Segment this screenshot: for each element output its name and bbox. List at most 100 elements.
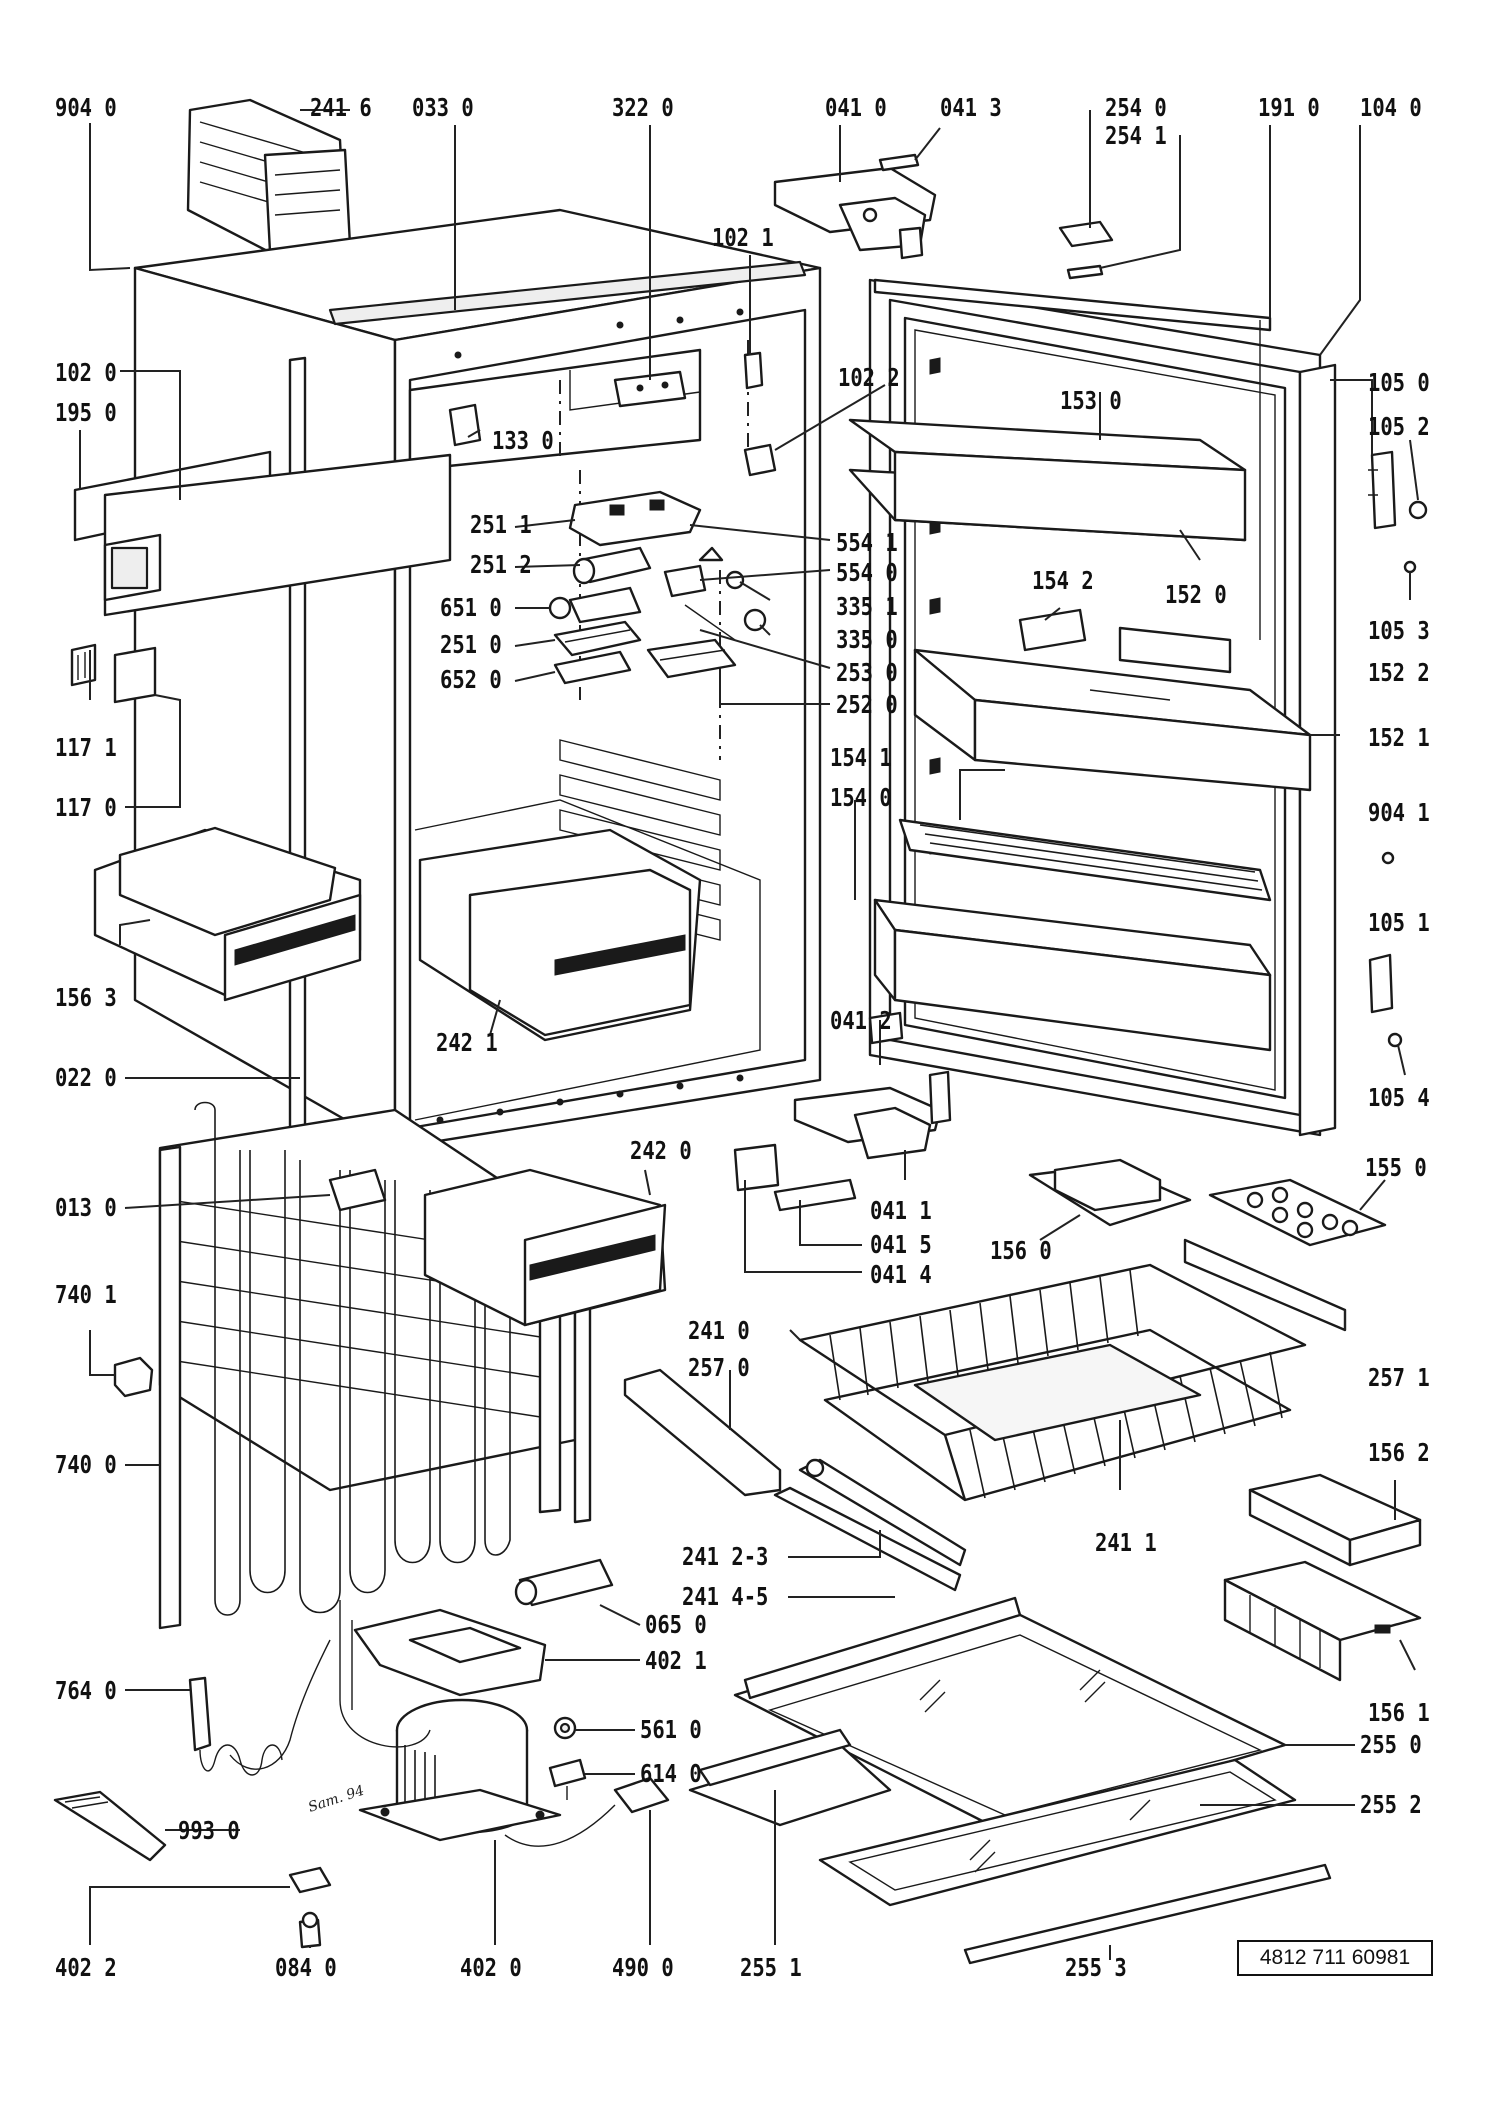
label-904-0: 904 0 [55, 93, 117, 122]
part-241-6-rack [186, 98, 352, 257]
label-740-1: 740 1 [55, 1280, 117, 1309]
label-255-0: 255 0 [1360, 1730, 1422, 1759]
label-561-0: 561 0 [640, 1715, 702, 1744]
label-554-0: 554 0 [836, 558, 898, 587]
part-490-0-power-cord [504, 1776, 670, 1847]
label-105-4: 105 4 [1368, 1083, 1430, 1112]
label-251-2: 251 2 [470, 550, 532, 579]
label-152-0: 152 0 [1165, 580, 1227, 609]
label-041-2: 041 2 [830, 1006, 892, 1035]
part-155-0-egg-tray [1208, 1178, 1387, 1247]
label-155-0: 155 0 [1365, 1153, 1427, 1182]
label-041-1: 041 1 [870, 1196, 932, 1225]
label-257-0: 257 0 [688, 1353, 750, 1382]
leader-lines [79, 109, 1419, 1960]
label-041-3: 041 3 [940, 93, 1002, 122]
label-156-1: 156 1 [1368, 1698, 1430, 1727]
label-253-0: 253 0 [836, 658, 898, 687]
label-254-1: 254 1 [1105, 121, 1167, 150]
label-490-0: 490 0 [612, 1953, 674, 1982]
label-191-0: 191 0 [1258, 93, 1320, 122]
label-105-3: 105 3 [1368, 616, 1430, 645]
part-242-1-crisper [418, 828, 702, 1042]
label-322-0: 322 0 [612, 93, 674, 122]
label-041-0: 041 0 [825, 93, 887, 122]
label-241-2-3: 241 2-3 [682, 1542, 769, 1571]
part-102-0-control-panel [73, 450, 452, 617]
label-993-0: 993 0 [178, 1816, 240, 1845]
part-013-0-bracket [328, 1168, 387, 1212]
label-335-0: 335 0 [836, 625, 898, 654]
label-402-0: 402 0 [460, 1953, 522, 1982]
part-241-0-wire-basket [798, 1263, 1307, 1502]
part-117-hinge-covers [70, 643, 157, 704]
part-242-0-crisper [423, 1168, 667, 1327]
part-154-1-bottle-rack [898, 818, 1272, 902]
label-154-1: 154 1 [830, 743, 892, 772]
part-041-0-top-hinge [773, 166, 937, 260]
handwritten-note: Sam. 94 [306, 1783, 366, 1816]
label-740-0: 740 0 [55, 1450, 117, 1479]
label-241-0: 241 0 [688, 1316, 750, 1345]
label-102-0: 102 0 [55, 358, 117, 387]
label-105-1: 105 1 [1368, 908, 1430, 937]
label-335-1: 335 1 [836, 592, 898, 621]
label-242-0: 242 0 [630, 1136, 692, 1165]
document-number-box: 4812 711 60981 [1237, 1940, 1433, 1976]
part-255-0-glass-shelf [733, 1596, 1287, 1832]
label-065-0: 065 0 [645, 1610, 707, 1639]
label-156-2: 156 2 [1368, 1438, 1430, 1467]
part-door-bottom-shelf [873, 898, 1272, 1052]
label-033-0: 033 0 [412, 93, 474, 122]
part-764-0-probe [188, 1676, 283, 1776]
part-156-3-drawer [93, 826, 362, 1002]
label-154-2: 154 2 [1032, 566, 1094, 595]
part-156-1-ice-tray [1223, 1560, 1422, 1682]
label-195-0: 195 0 [55, 398, 117, 427]
label-241-6: 241 6 [310, 93, 372, 122]
label-152-2: 152 2 [1368, 658, 1430, 687]
label-554-1: 554 1 [836, 528, 898, 557]
part-156-2-container [1248, 1473, 1422, 1567]
label-255-1: 255 1 [740, 1953, 802, 1982]
label-041-4: 041 4 [870, 1260, 932, 1289]
label-105-0: 105 0 [1368, 368, 1430, 397]
label-154-0: 154 0 [830, 783, 892, 812]
label-251-0: 251 0 [440, 630, 502, 659]
label-764-0: 764 0 [55, 1676, 117, 1705]
part-402-1-tray [353, 1608, 547, 1697]
part-740-1-clip [113, 1356, 154, 1398]
label-156-0: 156 0 [990, 1236, 1052, 1265]
label-102-2: 102 2 [838, 363, 900, 392]
label-254-0: 254 0 [1105, 93, 1167, 122]
label-117-1: 117 1 [55, 733, 117, 762]
part-156-0-butter-dish [1028, 1158, 1192, 1227]
label-402-2: 402 2 [55, 1953, 117, 1982]
label-614-0: 614 0 [640, 1759, 702, 1788]
label-156-3: 156 3 [55, 983, 117, 1012]
label-652-0: 652 0 [440, 665, 502, 694]
label-904-1: 904 1 [1368, 798, 1430, 827]
part-041-1-bottom-hinge [733, 1011, 952, 1212]
part-152-0-top-shelf [848, 418, 1247, 542]
label-257-1: 257 1 [1368, 1363, 1430, 1392]
label-255-2: 255 2 [1360, 1790, 1422, 1819]
label-102-1: 102 1 [712, 223, 774, 252]
label-105-2: 105 2 [1368, 412, 1430, 441]
part-255-2-glass-shelf [818, 1758, 1297, 1907]
label-084-0: 084 0 [275, 1953, 337, 1982]
label-241-1: 241 1 [1095, 1528, 1157, 1557]
label-153-0: 153 0 [1060, 386, 1122, 415]
label-242-1: 242 1 [436, 1028, 498, 1057]
label-041-5: 041 5 [870, 1230, 932, 1259]
label-252-0: 252 0 [836, 690, 898, 719]
part-152-1-door-shelf [913, 648, 1312, 792]
label-133-0: 133 0 [492, 426, 554, 455]
label-651-0: 651 0 [440, 593, 502, 622]
label-402-1: 402 1 [645, 1646, 707, 1675]
part-065-0-cylinder [514, 1558, 614, 1607]
label-117-0: 117 0 [55, 793, 117, 822]
part-993-0-scraper [53, 1790, 167, 1862]
thermostat-group [448, 351, 777, 685]
label-013-0: 013 0 [55, 1193, 117, 1222]
